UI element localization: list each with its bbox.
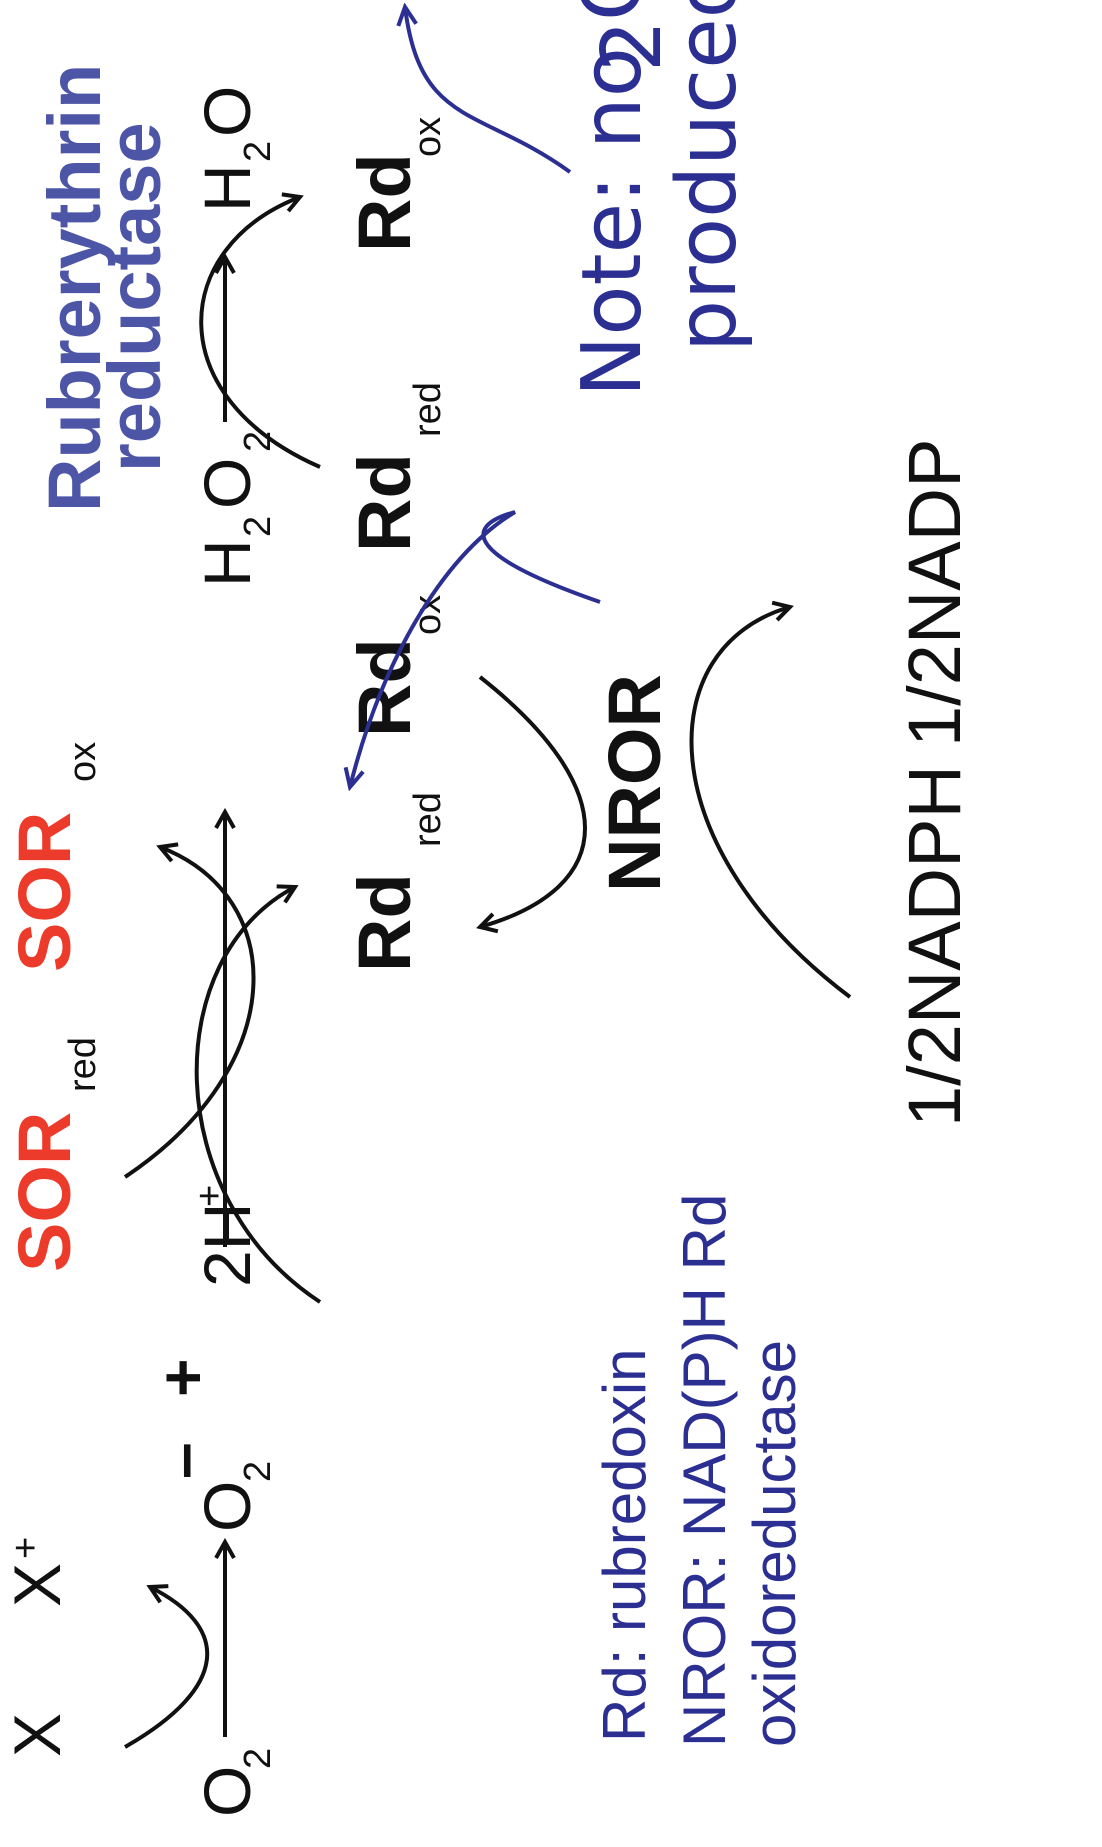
note-line2: produced [660, 0, 755, 352]
nadp: 1/2NADP [893, 439, 976, 747]
rrd-rd-oxidized-sub: ox [407, 117, 449, 157]
note-annotation: Note: no O 2 produced [350, 0, 755, 787]
sor-arc [123, 847, 256, 1179]
rrd-rd-oxidized: Rd [343, 153, 426, 252]
h2o2-sub1: 2 [237, 516, 279, 537]
rrd-rd-reduced: Rd [343, 453, 426, 552]
reaction-2-sor: + 2H + SOR red SOR ox Rd red Rd ox [3, 595, 449, 1397]
h2o2-o: O [190, 458, 264, 509]
reaction-1-superoxide-formation: O 2 X X + O 2 – [0, 1442, 279, 1817]
nadph: 1/2NADPH [893, 765, 976, 1127]
donor-x-charge: + [5, 1537, 47, 1559]
rubrerythrin-line2: reductase [93, 122, 176, 472]
rd-reduced: Rd [343, 873, 426, 972]
h2o-o: O [190, 86, 264, 137]
plus-sign: + [145, 1358, 219, 1397]
blue-arrow-from-rd [405, 7, 572, 174]
h2o-sub: 2 [237, 141, 279, 162]
reaction-1-electron-arc [124, 1587, 210, 1749]
o2-reactant: O [190, 1766, 264, 1817]
two-protons-charge: + [189, 1185, 231, 1207]
superoxide: O [190, 1481, 264, 1532]
note-line1-sub: 2 [585, 20, 680, 72]
legend-rd: Rd: rubredoxin [591, 1348, 658, 1742]
legend: Rd: rubredoxin NROR: NAD(P)H Rd oxidored… [591, 1194, 808, 1747]
sor-reduced-sub: red [62, 1037, 104, 1092]
legend-nror-line1: NROR: NAD(P)H Rd [671, 1194, 738, 1747]
reaction-3-rd-arc [199, 197, 321, 469]
sor-oxidized: SOR [3, 812, 86, 972]
sor-reduced: SOR [3, 1112, 86, 1272]
rrd-rd-reduced-sub: red [407, 382, 449, 437]
nror-cycle: NROR 1/2NADPH 1/2NADP [480, 439, 976, 1127]
legend-nror-line2: oxidoreductase [741, 1340, 808, 1747]
nror-label: NROR [593, 674, 676, 892]
nror-nadph-arc [689, 607, 852, 999]
h2o2-h: H [190, 539, 264, 587]
donor-x: X [0, 1713, 74, 1757]
h2o-h: H [190, 164, 264, 212]
superoxide-sub: 2 [237, 1461, 279, 1482]
sor-oxidized-sub: ox [62, 742, 104, 782]
blue-arrow-to-sor [350, 510, 601, 787]
note-line1: Note: no O [565, 0, 660, 397]
superoxide-charge: – [145, 1442, 219, 1479]
o2-reactant-sub: 2 [237, 1748, 279, 1769]
donor-x-oxidized: X [0, 1563, 74, 1607]
rubrerythrin-line1: Rubrerythrin [33, 64, 116, 512]
nror-rd-arc [480, 675, 587, 927]
reaction-3-rubrerythrin: Rubrerythrin reductase H 2 O 2 H 2 O Rd … [33, 64, 449, 587]
rd-arc [194, 887, 322, 1304]
rd-reduced-sub: red [407, 792, 449, 847]
